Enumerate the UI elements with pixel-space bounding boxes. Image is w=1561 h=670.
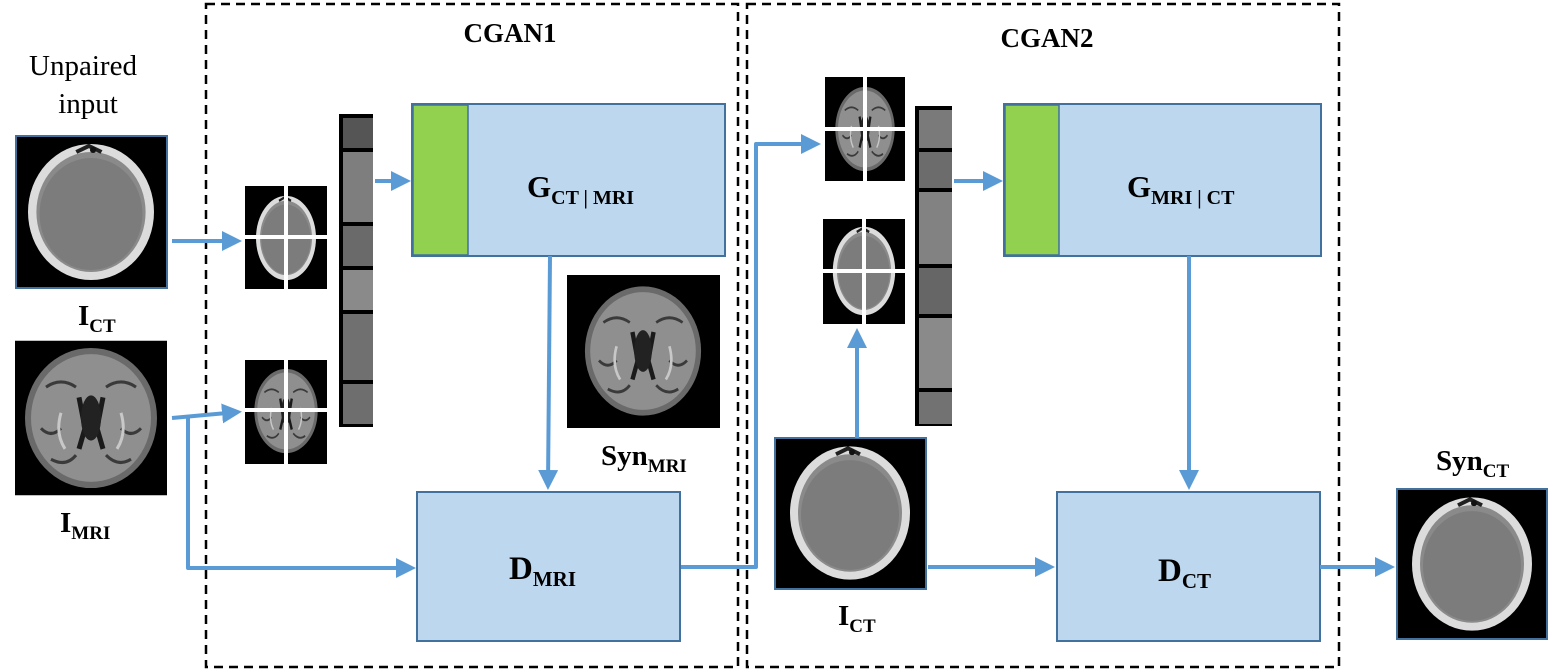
ct-input-image-2	[774, 437, 927, 590]
arrow-discriminator-to-cgan2	[681, 134, 821, 569]
patch-strip-2	[915, 106, 952, 426]
ct-input-image	[15, 136, 168, 288]
mri-patch-grid-2	[825, 77, 905, 181]
arrow-mri-to-discriminator	[186, 418, 416, 578]
cgan2-frame	[745, 2, 1341, 669]
arrow-generator-to-discriminator-1	[538, 255, 559, 490]
syn-ct-image	[1396, 488, 1548, 640]
generator-ct-mri-label: GCT | MRI	[527, 169, 634, 209]
generator-mri-ct-box	[1003, 103, 1322, 257]
input-title-line1: Unpaired	[29, 50, 137, 82]
syn-ct-label: SynCT	[1436, 445, 1509, 482]
cgan1-frame	[204, 2, 740, 669]
ct-input-label-2: ICT	[838, 600, 876, 637]
generator-ct-mri-box	[411, 103, 726, 257]
arrow-mri-to-patches	[171, 403, 242, 424]
discriminator-ct-label: DCT	[1158, 553, 1211, 593]
discriminator-mri-box	[416, 491, 681, 642]
discriminator-ct-box	[1056, 491, 1321, 642]
ct-input-label: ICT	[78, 300, 116, 337]
mri-input-label: IMRI	[60, 507, 110, 544]
generator-mri-ct-label: GMRI | CT	[1127, 169, 1235, 209]
ct-patch-grid-1	[245, 186, 327, 289]
mri-input-image	[15, 341, 167, 496]
discriminator-mri-label: DMRI	[509, 551, 576, 591]
cgan1-title: CGAN1	[464, 18, 557, 48]
input-title-line2: input	[58, 88, 118, 120]
mri-patch-grid-1	[245, 360, 327, 464]
patch-strip-1	[339, 114, 373, 427]
syn-mri-image	[567, 275, 720, 428]
cgan2-title: CGAN2	[1001, 23, 1094, 53]
syn-mri-label: SynMRI	[601, 440, 687, 477]
ct-patch-grid-2	[823, 219, 905, 324]
